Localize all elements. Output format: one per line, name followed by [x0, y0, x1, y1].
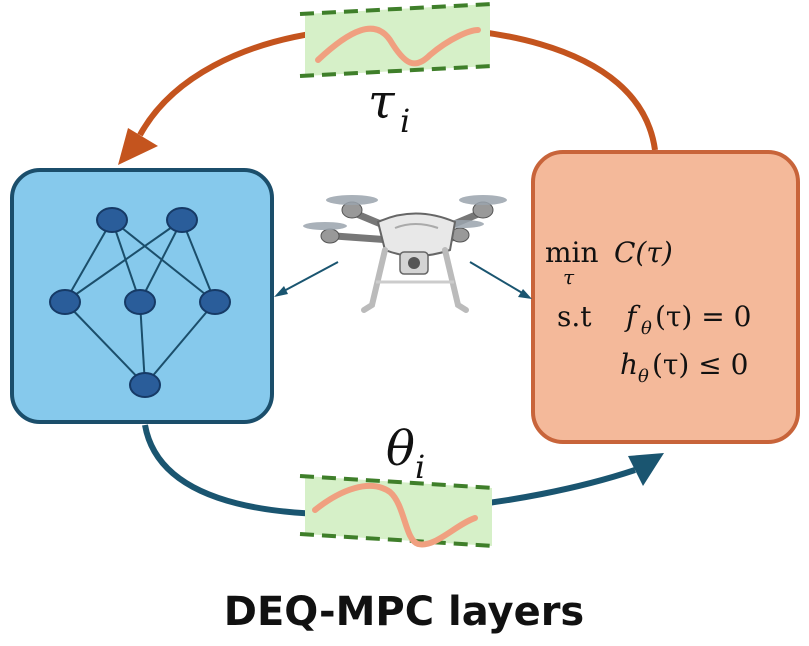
mpc-solver-box: [531, 150, 800, 444]
node-hidden-2: [166, 207, 198, 233]
node-output: [129, 372, 161, 398]
diagram-caption: DEQ-MPC layers: [224, 589, 585, 635]
tau-label: τ i: [368, 74, 410, 140]
top-trajectory-curve: [315, 25, 481, 67]
svg-text:(τ) = 0: (τ) = 0: [655, 300, 751, 333]
svg-text:h: h: [620, 348, 638, 381]
svg-text:s.t: s.t: [557, 300, 592, 333]
drone-to-network-arrow: [274, 261, 339, 297]
top-trajectory-band: [299, 2, 493, 78]
svg-text:i: i: [415, 448, 425, 486]
svg-text:min: min: [545, 236, 599, 269]
bottom-arrow-head: [628, 453, 664, 486]
node-mid-3: [199, 289, 231, 315]
svg-text:(τ) ≤ 0: (τ) ≤ 0: [652, 348, 748, 381]
bottom-trajectory-band: [299, 474, 495, 548]
node-mid-2: [124, 289, 156, 315]
bottom-trajectory-curve: [312, 482, 478, 548]
svg-text:τ: τ: [563, 265, 575, 289]
optimization-problem: min τ C(τ) s.t f θ (τ) = 0 h θ (τ) ≤ 0: [545, 236, 751, 387]
drone-to-solver-arrow: [469, 261, 532, 299]
neural-network-box: [10, 168, 274, 424]
network-nodes: [49, 207, 231, 398]
drone-icon: [303, 195, 507, 313]
node-hidden-1: [96, 207, 128, 233]
svg-text:θ: θ: [638, 366, 649, 387]
node-mid-1: [49, 289, 81, 315]
theta-label: θ i: [386, 421, 425, 486]
svg-text:θ: θ: [641, 318, 652, 339]
top-arrow-head: [118, 128, 158, 165]
svg-text:θ: θ: [386, 421, 415, 477]
svg-text:i: i: [400, 102, 410, 140]
network-edges: [64, 219, 216, 386]
svg-text:τ: τ: [368, 74, 396, 130]
svg-text:C(τ): C(τ): [614, 236, 673, 269]
